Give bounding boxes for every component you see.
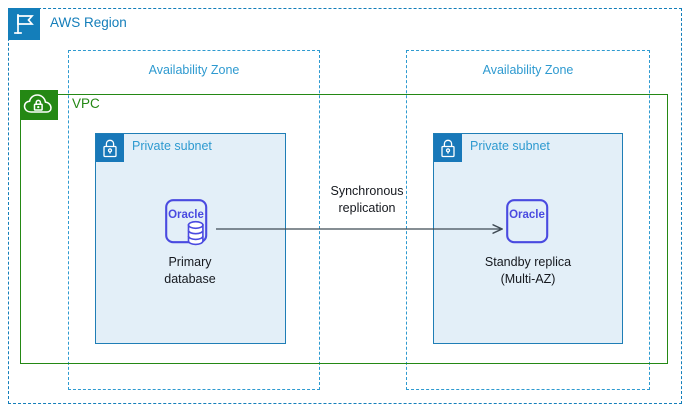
private-subnet-2-label: Private subnet bbox=[470, 139, 550, 153]
padlock-icon bbox=[96, 134, 124, 162]
standby-replica-node[interactable]: Oracle Standby replica (Multi-AZ) bbox=[468, 198, 588, 288]
standby-replica-caption: Standby replica (Multi-AZ) bbox=[484, 255, 572, 286]
svg-text:Oracle: Oracle bbox=[168, 209, 204, 221]
vpc-container bbox=[20, 94, 668, 364]
vpc-label: VPC bbox=[72, 96, 100, 111]
availability-zone-1-label: Availability Zone bbox=[148, 63, 240, 77]
primary-database-caption: Primary database bbox=[164, 255, 216, 286]
oracle-database-icon: Oracle bbox=[164, 198, 216, 248]
padlock-icon bbox=[434, 134, 462, 162]
availability-zone-1: Availability Zone bbox=[68, 50, 320, 390]
oracle-icon: Oracle bbox=[502, 198, 554, 248]
aws-region-container bbox=[8, 8, 682, 404]
svg-text:Oracle: Oracle bbox=[509, 209, 545, 221]
private-subnet-2: Private subnet bbox=[433, 133, 623, 344]
availability-zone-2-label: Availability Zone bbox=[482, 63, 574, 77]
vpc-cloud-lock-icon bbox=[20, 90, 58, 120]
private-subnet-1-label: Private subnet bbox=[132, 139, 212, 153]
primary-database-node[interactable]: Oracle Primary database bbox=[130, 198, 250, 288]
aws-region-flag-icon bbox=[8, 8, 40, 40]
replication-label: Synchronous replication bbox=[330, 184, 404, 215]
aws-region-label: AWS Region bbox=[50, 15, 127, 30]
availability-zone-2: Availability Zone bbox=[406, 50, 650, 390]
